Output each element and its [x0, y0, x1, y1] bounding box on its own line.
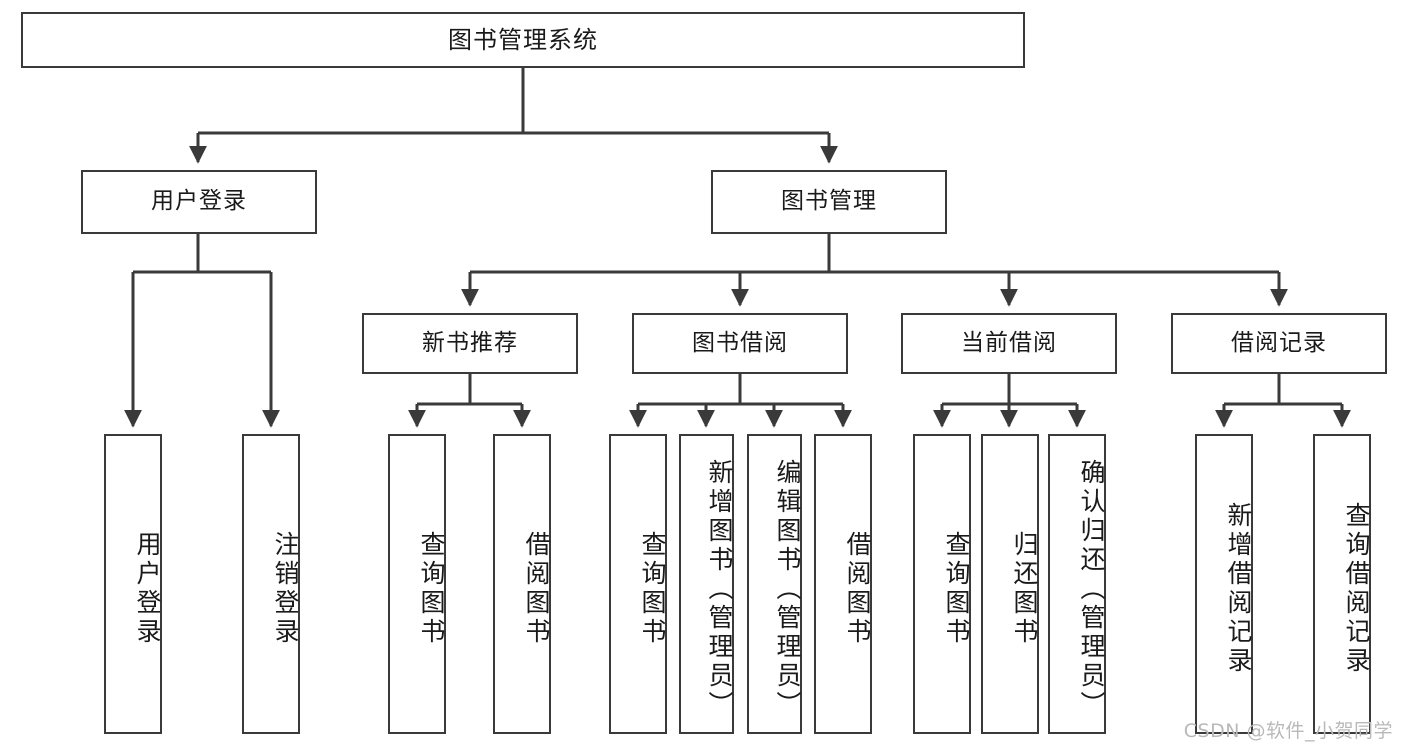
- leaf-return-book[interactable]: 归还图书: [981, 434, 1039, 734]
- node-label: 新增借阅记录: [1224, 502, 1253, 676]
- node-label: 借阅记录: [1231, 329, 1327, 356]
- node-label: 注销登录: [271, 531, 300, 647]
- node-book-borrow[interactable]: 图书借阅: [632, 313, 848, 374]
- leaf-add-borrow-record[interactable]: 新增借阅记录: [1195, 434, 1253, 734]
- csdn-watermark: CSDN @软件_小贺同学: [1183, 720, 1393, 742]
- node-label: 查询借阅记录: [1342, 502, 1371, 676]
- node-label: 图书借阅: [692, 329, 788, 356]
- node-borrow-record[interactable]: 借阅记录: [1171, 313, 1387, 374]
- node-label: 新书推荐: [422, 329, 518, 356]
- leaf-query-borrow-record[interactable]: 查询借阅记录: [1313, 434, 1371, 734]
- node-label: 查询图书: [638, 531, 667, 647]
- leaf-query-book-borrow[interactable]: 查询图书: [609, 434, 667, 734]
- node-label: 确认归还（管理员）: [1077, 458, 1106, 720]
- node-label: 编辑图书（管理员）: [773, 458, 802, 720]
- leaf-logout-login[interactable]: 注销登录: [242, 434, 300, 734]
- node-label: 图书管理系统: [448, 25, 598, 54]
- node-root-book-management-system[interactable]: 图书管理系统: [21, 12, 1025, 68]
- node-label: 用户登录: [133, 531, 162, 647]
- node-book-manage[interactable]: 图书管理: [711, 170, 947, 234]
- node-label: 图书管理: [781, 188, 877, 215]
- node-label: 用户登录: [151, 188, 247, 215]
- node-label: 借阅图书: [843, 531, 872, 647]
- node-current-borrow[interactable]: 当前借阅: [901, 313, 1117, 374]
- leaf-query-book-current[interactable]: 查询图书: [913, 434, 971, 734]
- leaf-add-book-admin[interactable]: 新增图书（管理员）: [679, 434, 734, 734]
- leaf-edit-book-admin[interactable]: 编辑图书（管理员）: [747, 434, 802, 734]
- leaf-confirm-return-admin[interactable]: 确认归还（管理员）: [1048, 434, 1106, 734]
- leaf-borrow-book-recommend[interactable]: 借阅图书: [493, 434, 551, 734]
- leaf-borrow-book[interactable]: 借阅图书: [814, 434, 872, 734]
- node-label: 查询图书: [417, 531, 446, 647]
- node-label: 当前借阅: [961, 329, 1057, 356]
- node-label: 新增图书（管理员）: [705, 458, 734, 720]
- node-label: 查询图书: [942, 531, 971, 647]
- node-user-login[interactable]: 用户登录: [81, 170, 317, 234]
- node-new-book-recommend[interactable]: 新书推荐: [362, 313, 578, 374]
- leaf-user-login[interactable]: 用户登录: [104, 434, 162, 734]
- node-label: 借阅图书: [522, 531, 551, 647]
- node-label: 归还图书: [1010, 531, 1039, 647]
- leaf-query-book-recommend[interactable]: 查询图书: [388, 434, 446, 734]
